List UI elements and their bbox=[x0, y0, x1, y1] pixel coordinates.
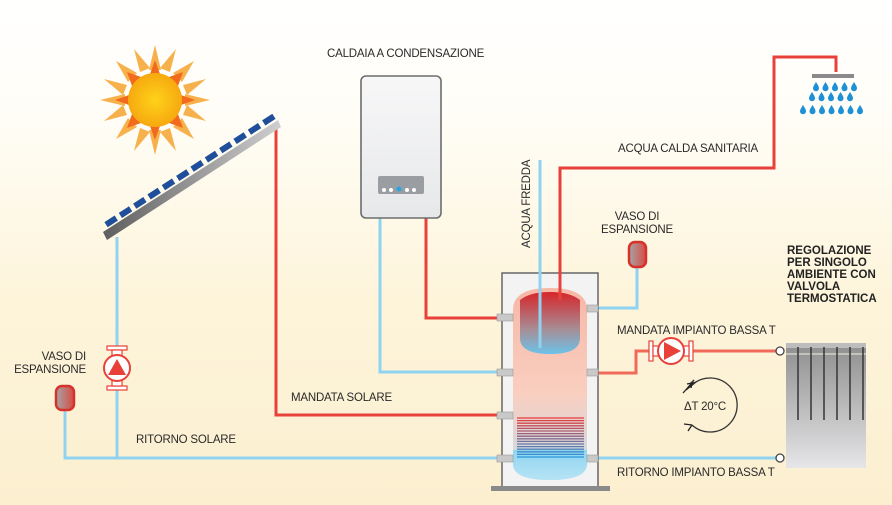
expansion-vessel-left-label-2: ESPANSIONE bbox=[14, 364, 86, 376]
boiler-icon bbox=[360, 75, 442, 219]
cold-water-label: ACQUA FREDDA bbox=[521, 159, 533, 248]
solar-cell bbox=[118, 206, 133, 218]
regulation-line-2: PER SINGOLO bbox=[787, 257, 867, 269]
water-drop bbox=[828, 105, 835, 115]
water-drop bbox=[822, 82, 829, 92]
regulation-line-4: VALVOLA bbox=[787, 281, 840, 293]
storage-tank-icon bbox=[491, 270, 610, 491]
right-vessel-pipe bbox=[598, 268, 639, 310]
heating-circulation-pump-icon bbox=[648, 337, 694, 365]
water-drop bbox=[828, 92, 834, 102]
solar-supply-pipe bbox=[274, 125, 497, 417]
low-temp-return-label: RITORNO IMPIANTO BASSA T bbox=[617, 467, 775, 479]
radiator-icon bbox=[775, 343, 866, 468]
water-drop bbox=[837, 92, 844, 102]
solar-cell bbox=[190, 160, 204, 172]
water-drop bbox=[818, 92, 825, 102]
delta-t-label: ΔT 20°C bbox=[684, 401, 726, 413]
regulation-line-5: TERMOSTATICA bbox=[787, 293, 877, 305]
expansion-vessel-right-label-1: VASO DI bbox=[615, 211, 659, 223]
regulation-label: REGOLAZIONE PER SINGOLO AMBIENTE CON VAL… bbox=[787, 245, 877, 305]
boiler-supply-pipe bbox=[424, 218, 497, 320]
water-drop bbox=[809, 92, 815, 102]
left-vessel-pipe bbox=[63, 410, 117, 460]
water-drop bbox=[819, 105, 825, 115]
solar-return-pipe bbox=[115, 237, 497, 460]
solar-cell bbox=[104, 215, 118, 228]
regulation-line-1: REGOLAZIONE bbox=[787, 245, 872, 257]
hot-water-label: ACQUA CALDA SANITARIA bbox=[618, 143, 759, 155]
boiler-return-pipe bbox=[378, 218, 497, 374]
water-drop bbox=[841, 82, 848, 92]
solar-return-label: RITORNO SOLARE bbox=[136, 434, 236, 446]
solar-cell bbox=[133, 197, 147, 209]
solar-collector-icon bbox=[103, 113, 281, 240]
cycle-arrows-icon bbox=[682, 377, 738, 433]
low-temp-supply-pipe bbox=[598, 349, 780, 375]
water-drop bbox=[847, 105, 854, 115]
water-drop bbox=[809, 105, 816, 115]
regulation-line-3: AMBIENTE CON bbox=[787, 269, 876, 281]
solar-cell bbox=[262, 113, 276, 126]
solar-cell bbox=[233, 132, 247, 144]
pipes bbox=[63, 55, 838, 460]
solar-cell bbox=[204, 150, 219, 163]
expansion-vessel-right bbox=[627, 240, 648, 269]
hot-water-pipe bbox=[558, 55, 838, 300]
expansion-vessel-left-label-1: VASO DI bbox=[42, 351, 86, 363]
solar-cell bbox=[247, 123, 262, 135]
boiler-label: CALDAIA A CONDENSAZIONE bbox=[327, 48, 485, 60]
water-drop bbox=[857, 105, 863, 115]
sun-icon bbox=[100, 45, 210, 155]
solar-supply-label: MANDATA SOLARE bbox=[291, 392, 392, 404]
solar-circulation-pump-icon bbox=[103, 345, 131, 391]
water-drop bbox=[851, 82, 857, 92]
water-drop bbox=[838, 105, 844, 115]
water-drop bbox=[800, 105, 806, 115]
solar-cell bbox=[161, 178, 176, 191]
water-drop bbox=[832, 82, 838, 92]
solar-cell bbox=[176, 169, 190, 181]
expansion-vessel-right-label-2: ESPANSIONE bbox=[601, 224, 673, 236]
low-temp-supply-label: MANDATA IMPIANTO BASSA T bbox=[617, 325, 776, 337]
solar-cell bbox=[219, 141, 233, 154]
shower-icon bbox=[800, 74, 863, 115]
water-drop bbox=[813, 82, 819, 92]
expansion-vessel-left bbox=[54, 384, 76, 412]
solar-cell bbox=[147, 187, 161, 200]
water-drop bbox=[847, 92, 853, 102]
